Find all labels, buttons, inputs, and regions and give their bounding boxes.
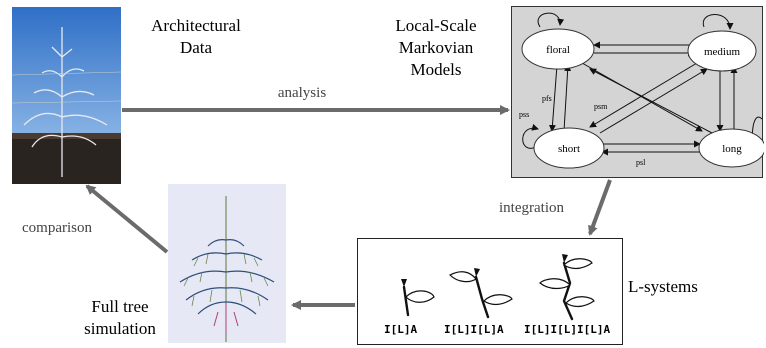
- full-tree-simulation-label: Full tree simulation: [84, 297, 156, 338]
- state-floral: [521, 28, 595, 70]
- state-long-label: long: [722, 143, 742, 155]
- l-system-formula-2: I[L]I[L]A: [444, 323, 504, 336]
- simulated-tree-image: [168, 184, 286, 343]
- l-system-formula-1: I[L]A: [384, 323, 418, 336]
- transition-label-psm: psm: [594, 102, 608, 111]
- l-systems-panel: I[L]A I[L]I[L]A I[L]I[L]I[L]A: [357, 238, 623, 345]
- transition-label-psl: psl: [636, 158, 646, 167]
- comparison-arrow: [85, 184, 169, 254]
- analysis-label: analysis: [277, 85, 327, 101]
- state-medium: [687, 30, 757, 72]
- state-short-label: short: [558, 143, 580, 155]
- transition-label-pss: pss: [519, 110, 529, 119]
- state-short: [533, 127, 605, 169]
- l-systems-label: L-systems: [628, 277, 698, 296]
- architectural-data-label: Architectural Data: [151, 16, 241, 57]
- state-floral-label: floral: [546, 44, 570, 56]
- state-medium-label: medium: [704, 46, 740, 58]
- comparison-label: comparison: [22, 220, 92, 236]
- l-system-formula-3: I[L]I[L]I[L]A: [524, 323, 611, 336]
- integration-arrow: [588, 179, 612, 236]
- transition-label-pfs: pfs: [542, 94, 552, 103]
- markov-models-label: Local-Scale Markovian Models: [395, 16, 477, 79]
- markov-model-panel: floral medium short long pfs pss psm psl: [511, 6, 766, 178]
- integration-label: integration: [499, 200, 564, 216]
- tree-photo: [12, 7, 121, 184]
